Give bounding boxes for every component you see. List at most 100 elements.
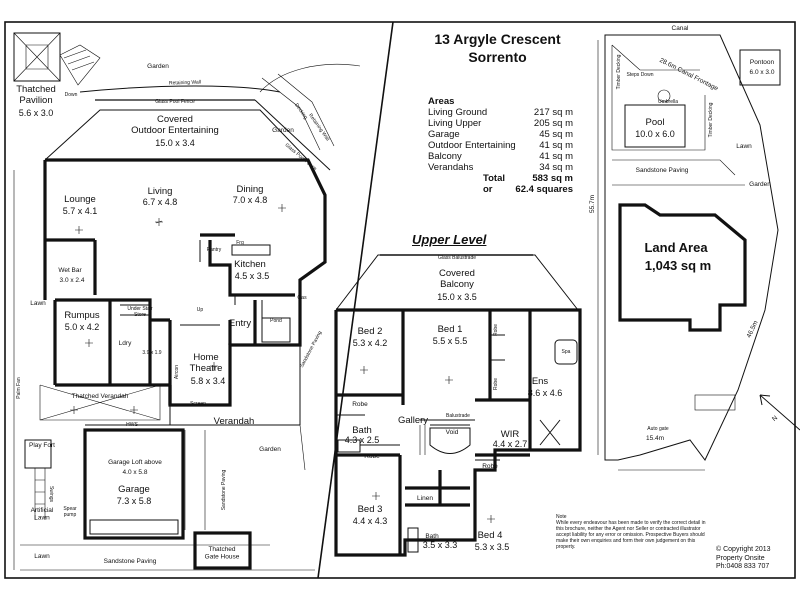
page-frame (4, 21, 796, 579)
fan-icon (360, 366, 368, 374)
pool-dims: 10.0 x 6.0 (635, 129, 675, 139)
sandstone-vert: Sandstone Paving (221, 469, 227, 510)
area-label: Verandahs (428, 162, 474, 173)
pantry: Pantry (207, 247, 222, 253)
ldry-name: Ldry (119, 340, 132, 347)
copyright-line: © Copyright 2013 (716, 546, 771, 553)
lawn-left: Lawn (30, 300, 46, 307)
balustrade: Balustrade (446, 413, 470, 419)
linen: Linen (417, 495, 433, 502)
bath2-dims: 3.5 x 3.3 (423, 540, 458, 550)
side-right: 46.5m (746, 320, 760, 339)
area-row: Living Ground 217 sq m (428, 107, 573, 118)
play-fort: Play Fort (29, 442, 55, 449)
note-text: While every endeavour has been made to v… (556, 520, 706, 550)
area-value: 45 sq m (539, 129, 573, 140)
bed3-name: Bed 3 (358, 504, 383, 515)
land-area-name: Land Area (644, 240, 708, 255)
garage-walls (83, 428, 185, 540)
property-header: 13 Argyle Crescent Sorrento (410, 30, 585, 66)
note-title: Note (556, 514, 567, 520)
pool-shape (624, 104, 686, 148)
site-boundary (604, 34, 779, 461)
bath2-name: Bath (425, 533, 439, 540)
robe-5: Robe (482, 463, 498, 470)
wet-bar-name: Wet Bar (58, 267, 82, 274)
total-value: 583 sq m (532, 173, 573, 184)
ground-thin-walls (120, 240, 290, 326)
copyright-company: Property Onsite (716, 554, 765, 562)
auto-gate: Auto gate (647, 426, 669, 432)
pavilion-shape (13, 32, 61, 82)
glass-balustrade: Glass Balustrade (438, 255, 476, 261)
balcony-dims: 15.0 x 3.5 (437, 292, 477, 302)
umbrella: Umbrella (658, 99, 678, 105)
sandstone-diag: Sandstone Paving (299, 330, 323, 369)
bed4-dims: 5.3 x 3.5 (475, 542, 510, 552)
suburb-line: Sorrento (468, 49, 527, 65)
thatched-verandah: Thatched Verandah (72, 393, 129, 400)
living-name: Living (148, 186, 173, 197)
pontoon-shape (739, 49, 781, 86)
pavilion-dims: 5.6 x 3.0 (19, 108, 54, 118)
glass-fence-diag: Glass Pool Fence (284, 142, 318, 172)
ground-outer-walls (43, 158, 327, 407)
bath1-name: Bath (352, 425, 372, 436)
thatched-verandah-shape (39, 384, 161, 421)
ens-dims: 8.6 x 4.6 (528, 388, 563, 398)
fan-icon (155, 218, 163, 226)
covered-outdoor-dims: 15.0 x 3.4 (155, 138, 195, 148)
kitchen-name: Kitchen (234, 259, 266, 270)
void: Void (446, 429, 459, 436)
pavilion-roof (13, 32, 61, 82)
sandstone-bottom: Sandstone Paving (104, 558, 157, 565)
covered-outdoor-outline (44, 109, 309, 161)
garden-curve (259, 63, 361, 93)
area-value: 217 sq m (533, 107, 573, 118)
wir-name: WIR (501, 429, 520, 440)
pond-shape (261, 317, 291, 343)
glass-fence-diag (254, 99, 331, 171)
canal-frontage: 28.6m Canal Frontage (658, 57, 719, 93)
frg: Frg (236, 240, 244, 246)
pavilion-steps (59, 44, 101, 86)
screen: Screen (190, 401, 206, 407)
area-value: 205 sq m (533, 118, 573, 129)
retaining-wall: Retaining Wall (169, 79, 201, 86)
site-lawn: Lawn (736, 143, 752, 150)
area-label: Balcony (428, 151, 462, 162)
garage-door (89, 519, 179, 535)
area-label: Living Ground (428, 107, 488, 118)
squares-value: 62.4 squares (515, 184, 573, 195)
pond: Pond (270, 318, 282, 324)
bed4-name: Bed 4 (478, 530, 503, 541)
entry: Entry (229, 318, 251, 329)
bath1-dims: 4.3 x 2.5 (345, 435, 380, 445)
retaining-wall-line (79, 85, 281, 93)
up: Up (197, 307, 204, 313)
disclaimer-note: Note While every endeavour has been made… (556, 514, 706, 550)
timber-decking-right: Timber Decking (708, 102, 714, 137)
upper-level (334, 254, 582, 557)
aircon: Aircon (174, 365, 180, 379)
wir-dims: 4.4 x 2.7 (493, 439, 528, 449)
living-dims: 6.7 x 4.8 (143, 197, 178, 207)
kitchen-dims: 4.5 x 3.5 (235, 271, 270, 281)
lounge-dims: 5.7 x 4.1 (63, 206, 98, 216)
rumpus-name: Rumpus (64, 310, 100, 321)
upper-thin-walls (336, 334, 561, 461)
gate-house-shape (193, 531, 252, 570)
